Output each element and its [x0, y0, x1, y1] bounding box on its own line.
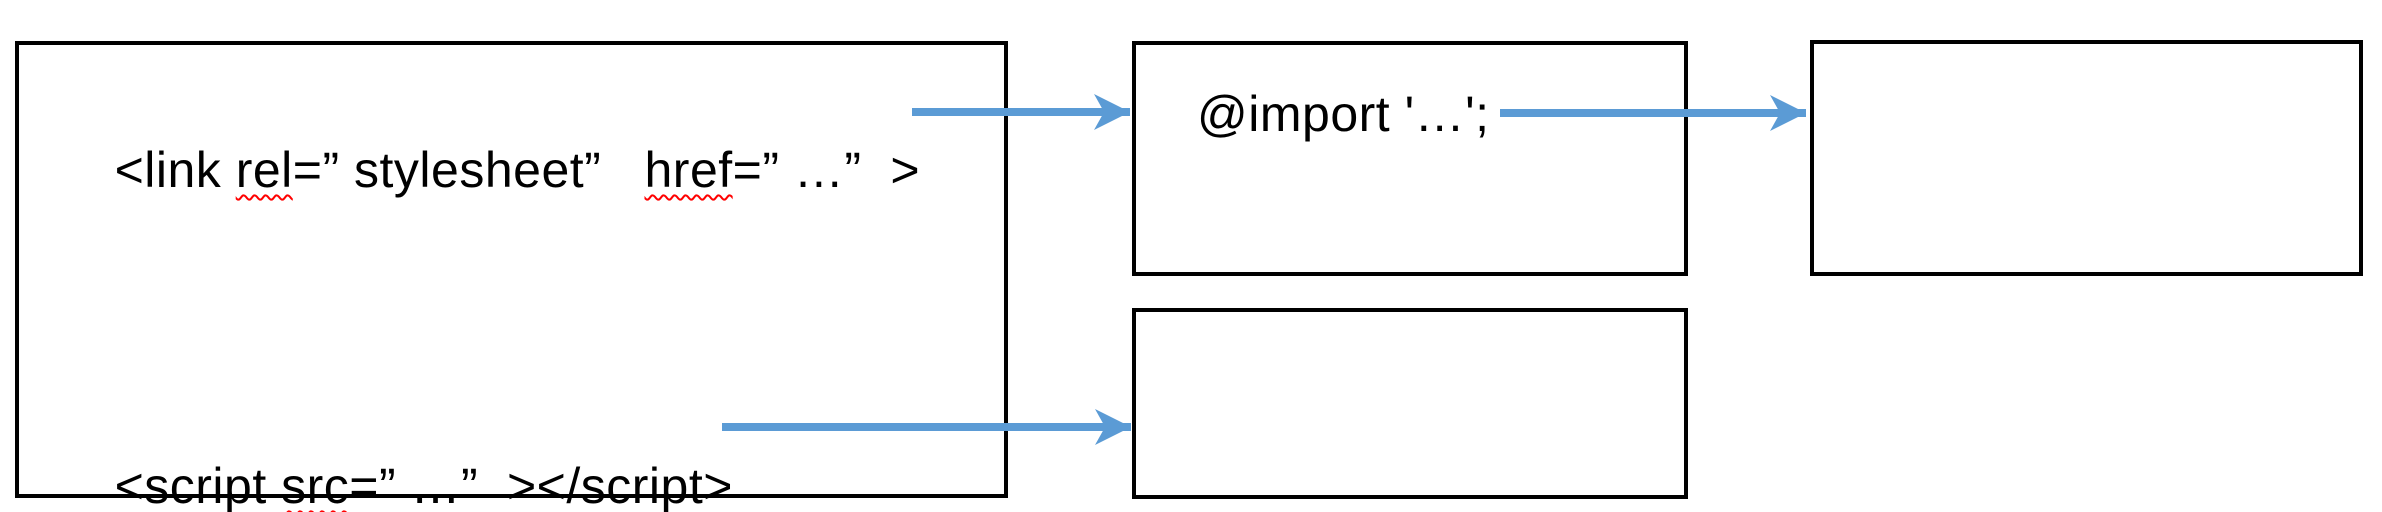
link-tag-code: <link rel=” stylesheet” href=” …” >: [57, 83, 920, 257]
import-rule-code: @import '…';: [1197, 86, 1490, 142]
html-document-box: [15, 41, 1008, 498]
code-text: <link: [114, 142, 236, 198]
code-text: =” …” ></script>: [349, 458, 733, 512]
misspelled-word-rel: rel: [235, 142, 293, 198]
misspelled-word-href: href: [644, 142, 733, 198]
misspelled-word-src: src: [281, 458, 350, 512]
script-tag-code: <script src=” …” ></script>: [57, 399, 733, 512]
code-text: =” stylesheet”: [292, 142, 645, 198]
code-text: =” …” >: [732, 142, 921, 198]
css-file-box: [1132, 41, 1688, 276]
imported-stylesheet-box: [1810, 40, 2363, 276]
code-text: <script: [114, 458, 282, 512]
script-file-box: [1132, 308, 1688, 499]
